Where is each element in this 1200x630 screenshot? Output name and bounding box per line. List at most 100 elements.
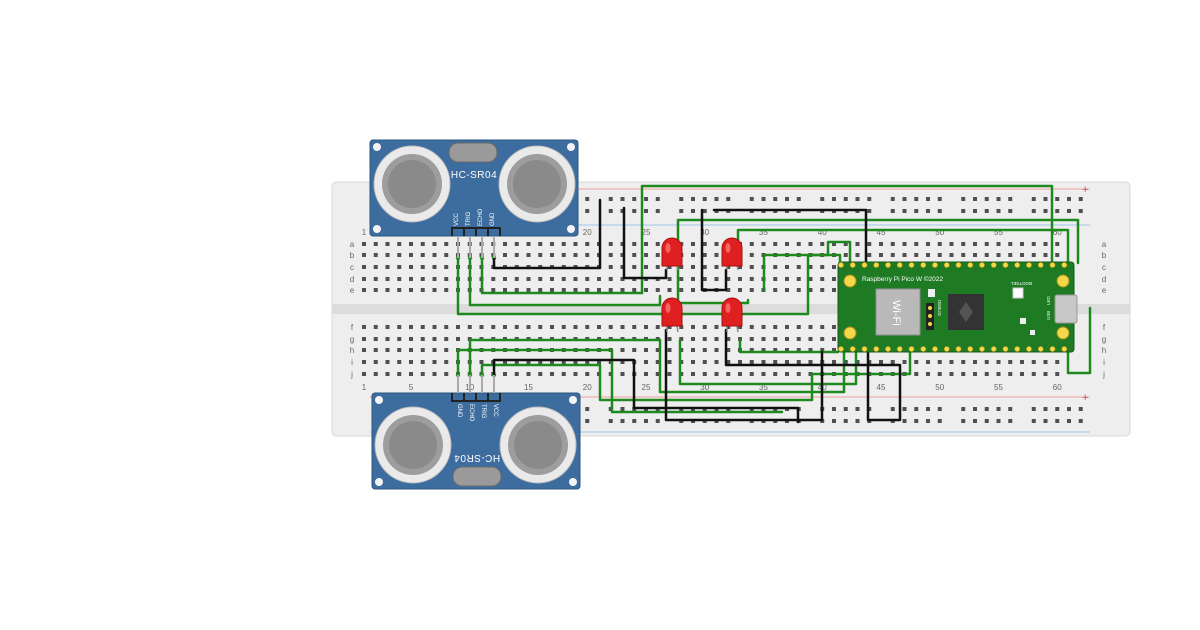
breadboard-hole[interactable] bbox=[890, 360, 895, 364]
breadboard-hole[interactable] bbox=[667, 372, 672, 376]
breadboard-hole[interactable] bbox=[644, 360, 648, 364]
breadboard-hole[interactable] bbox=[738, 277, 742, 281]
breadboard-hole[interactable] bbox=[644, 242, 648, 246]
pico-pin[interactable] bbox=[1049, 262, 1056, 268]
breadboard-hole[interactable] bbox=[620, 253, 625, 257]
breadboard-hole[interactable] bbox=[961, 360, 966, 364]
breadboard-hole[interactable] bbox=[667, 288, 672, 292]
breadboard-hole[interactable] bbox=[1008, 253, 1013, 257]
breadboard-hole[interactable] bbox=[796, 372, 801, 376]
breadboard-hole[interactable] bbox=[432, 265, 437, 269]
pico-pin[interactable] bbox=[1026, 346, 1032, 352]
breadboard-hole[interactable] bbox=[843, 360, 848, 364]
breadboard-hole[interactable] bbox=[632, 348, 637, 352]
pico-pin[interactable] bbox=[1026, 262, 1032, 268]
breadboard-hole[interactable] bbox=[832, 265, 836, 269]
breadboard-hole[interactable] bbox=[749, 348, 754, 352]
breadboard-hole[interactable] bbox=[691, 277, 695, 281]
rail-hole[interactable] bbox=[996, 209, 1001, 213]
breadboard-hole[interactable] bbox=[409, 253, 413, 257]
rail-hole[interactable] bbox=[585, 407, 590, 411]
pico-pin[interactable] bbox=[849, 346, 856, 352]
breadboard-hole[interactable] bbox=[620, 348, 625, 352]
pico-pin[interactable] bbox=[1037, 262, 1044, 268]
breadboard-hole[interactable] bbox=[432, 372, 437, 376]
breadboard-hole[interactable] bbox=[679, 277, 684, 281]
rail-hole[interactable] bbox=[1067, 197, 1071, 201]
rail-hole[interactable] bbox=[1067, 209, 1071, 213]
pico-pin[interactable] bbox=[1061, 346, 1068, 352]
breadboard-hole[interactable] bbox=[608, 253, 613, 257]
breadboard-hole[interactable] bbox=[926, 253, 930, 257]
breadboard-hole[interactable] bbox=[702, 253, 707, 257]
pico-pin[interactable] bbox=[873, 262, 880, 268]
breadboard-hole[interactable] bbox=[914, 372, 919, 376]
rail-hole[interactable] bbox=[914, 197, 919, 201]
rail-hole[interactable] bbox=[961, 209, 966, 213]
breadboard-hole[interactable] bbox=[808, 372, 813, 376]
rail-hole[interactable] bbox=[1078, 419, 1083, 423]
breadboard-hole[interactable] bbox=[503, 325, 507, 329]
pico-pin[interactable] bbox=[990, 346, 997, 352]
breadboard-hole[interactable] bbox=[550, 242, 554, 246]
breadboard-hole[interactable] bbox=[984, 372, 989, 376]
breadboard-hole[interactable] bbox=[796, 288, 801, 292]
rail-hole[interactable] bbox=[996, 407, 1001, 411]
rail-hole[interactable] bbox=[926, 419, 930, 423]
breadboard-hole[interactable] bbox=[749, 325, 754, 329]
breadboard-hole[interactable] bbox=[785, 288, 789, 292]
rail-hole[interactable] bbox=[726, 197, 731, 201]
breadboard-hole[interactable] bbox=[1055, 242, 1060, 246]
rail-hole[interactable] bbox=[1078, 407, 1083, 411]
rail-hole[interactable] bbox=[1055, 209, 1060, 213]
breadboard-hole[interactable] bbox=[444, 337, 449, 341]
breadboard-hole[interactable] bbox=[702, 360, 707, 364]
rail-hole[interactable] bbox=[655, 419, 660, 423]
breadboard-hole[interactable] bbox=[655, 253, 660, 257]
breadboard-hole[interactable] bbox=[373, 288, 378, 292]
breadboard-hole[interactable] bbox=[1031, 242, 1036, 246]
rail-hole[interactable] bbox=[973, 419, 977, 423]
breadboard-hole[interactable] bbox=[738, 288, 742, 292]
breadboard-hole[interactable] bbox=[961, 242, 966, 246]
rail-hole[interactable] bbox=[608, 197, 613, 201]
pico-pin[interactable] bbox=[979, 262, 985, 268]
breadboard-hole[interactable] bbox=[1020, 242, 1024, 246]
breadboard-hole[interactable] bbox=[644, 348, 648, 352]
breadboard-hole[interactable] bbox=[514, 277, 519, 281]
breadboard-hole[interactable] bbox=[456, 337, 460, 341]
breadboard-hole[interactable] bbox=[691, 337, 695, 341]
breadboard-hole[interactable] bbox=[503, 253, 507, 257]
breadboard-hole[interactable] bbox=[561, 242, 566, 246]
wire-black[interactable] bbox=[724, 328, 902, 422]
breadboard-hole[interactable] bbox=[984, 360, 989, 364]
breadboard-hole[interactable] bbox=[843, 242, 848, 246]
breadboard-hole[interactable] bbox=[362, 348, 366, 352]
pico-pin[interactable] bbox=[967, 262, 974, 268]
breadboard-hole[interactable] bbox=[385, 253, 390, 257]
breadboard-hole[interactable] bbox=[726, 348, 731, 352]
breadboard-hole[interactable] bbox=[432, 277, 437, 281]
breadboard-hole[interactable] bbox=[796, 325, 801, 329]
wire-green[interactable] bbox=[480, 256, 644, 295]
breadboard-hole[interactable] bbox=[773, 242, 778, 246]
breadboard-hole[interactable] bbox=[644, 372, 648, 376]
pico-pin[interactable] bbox=[943, 262, 950, 268]
breadboard-hole[interactable] bbox=[538, 288, 543, 292]
breadboard-hole[interactable] bbox=[667, 265, 672, 269]
rail-hole[interactable] bbox=[1031, 419, 1036, 423]
breadboard-hole[interactable] bbox=[620, 360, 625, 364]
rail-hole[interactable] bbox=[843, 407, 848, 411]
rail-hole[interactable] bbox=[914, 209, 919, 213]
breadboard-hole[interactable] bbox=[608, 325, 613, 329]
rail-hole[interactable] bbox=[679, 209, 684, 213]
breadboard-hole[interactable] bbox=[538, 372, 543, 376]
pico-pin[interactable] bbox=[1037, 346, 1044, 352]
breadboard-hole[interactable] bbox=[655, 288, 660, 292]
breadboard-hole[interactable] bbox=[714, 325, 719, 329]
breadboard-hole[interactable] bbox=[773, 325, 778, 329]
rail-hole[interactable] bbox=[608, 209, 613, 213]
breadboard-hole[interactable] bbox=[714, 253, 719, 257]
breadboard-hole[interactable] bbox=[749, 372, 754, 376]
pico-pin[interactable] bbox=[932, 262, 938, 268]
